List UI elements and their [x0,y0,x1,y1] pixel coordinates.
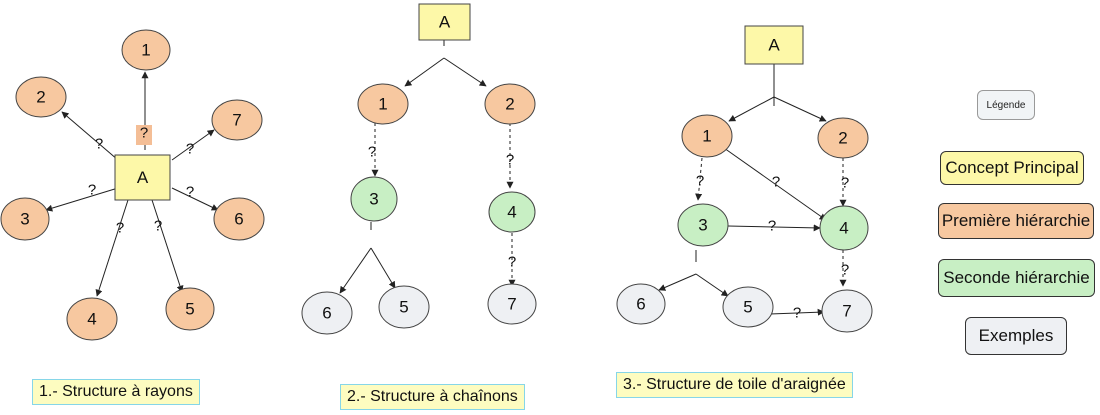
d2-node-4: 4 [488,191,536,233]
d1-node-7: 7 [211,99,263,141]
d2-q-1-3: ? [368,144,376,161]
d1-node-2-label: 2 [36,88,45,107]
d2-edge-a-1 [404,57,445,87]
d1-q-a-6: ? [186,184,194,201]
d3-q-1-3: ? [696,173,704,190]
d2-node-a: A [418,3,471,41]
d3-edge-a-1 [728,96,775,122]
d1-edge-a-6 [171,187,219,211]
d1-node-6: 6 [213,197,265,241]
d2-node-a-label: A [439,13,451,32]
d2-edge-3-5 [370,247,396,289]
legend-seconde-hierarchie: Seconde hiérarchie [938,259,1095,297]
d1-q-a-4: ? [116,220,124,237]
d3-node-4: 4 [819,205,869,251]
d3-edge-3-5 [695,273,729,297]
d3-node-7: 7 [821,289,873,333]
d1-node-3: 3 [0,197,50,241]
legend-title: Légende [977,90,1035,120]
d2-node-1-label: 1 [378,95,387,114]
d1-badge-top [136,125,152,145]
d1-node-5: 5 [165,287,215,331]
d1-q-a-7: ? [186,141,194,158]
d1-q-a-1: ? [140,125,148,142]
d2-q-2-4: ? [506,152,514,169]
legend-premiere-hierarchie: Première hiérarchie [938,203,1094,239]
d3-node-2-label: 2 [838,129,847,148]
d3-node-3-label: 3 [698,216,707,235]
d3-edge-1-4 [723,147,827,221]
d2-node-3: 3 [350,176,398,222]
d3-node-1-label: 1 [702,127,711,146]
d2-node-2: 2 [484,83,536,125]
caption-structure-rayons: 1.- Structure à rayons [32,379,200,405]
legend-concept-principal: Concept Principal [940,151,1084,185]
d1-node-1-label: 1 [141,41,150,60]
d2-node-7-label: 7 [507,295,516,314]
d3-edge-3-6 [658,273,697,291]
d1-edge-a-7 [171,129,215,161]
d1-node-2: 2 [15,76,67,118]
d3-edge-5-7 [769,308,825,316]
caption-structure-toile: 3.- Structure de toile d'araignée [616,372,853,398]
d3-node-4-label: 4 [839,219,848,238]
d1-node-4-label: 4 [87,310,96,329]
d2-node-7: 7 [487,283,537,325]
d2-q-4-7: ? [508,254,516,271]
d1-q-a-5: ? [154,218,162,235]
d2-node-6-label: 6 [322,304,331,323]
d1-edge-a-4 [95,199,129,297]
d3-node-5: 5 [722,286,774,328]
d2-node-5-label: 5 [399,298,408,317]
d3-node-1: 1 [681,114,733,158]
d3-node-a: A [744,25,804,65]
d1-node-1: 1 [121,29,171,71]
d3-edge-3-4 [727,224,821,232]
d3-q-1-4: ? [772,174,780,191]
d1-q-a-2: ? [95,136,103,153]
d2-node-5: 5 [378,285,430,329]
d3-node-a-label: A [768,36,780,55]
caption-structure-chainons: 2.- Structure à chaînons [340,384,525,410]
d1-q-a-3: ? [88,182,96,199]
legend-exemples: Exemples [965,317,1067,355]
d2-edge-3-6 [339,247,372,294]
d3-node-5-label: 5 [743,298,752,317]
d1-node-4: 4 [66,297,118,341]
d3-node-7-label: 7 [842,302,851,321]
d3-q-2-4: ? [841,175,849,192]
d2-node-3-label: 3 [369,190,378,209]
d1-edge-a-2 [61,111,119,161]
d1-node-6-label: 6 [234,210,243,229]
d1-node-a: A [114,154,171,201]
d3-node-6-label: 6 [636,295,645,314]
d3-q-5-7: ? [793,305,801,322]
d3-node-2: 2 [817,117,869,159]
d2-node-4-label: 4 [507,203,516,222]
d1-edge-a-3 [45,187,119,212]
d1-node-5-label: 5 [185,300,194,319]
d3-q-4-7: ? [841,262,849,279]
d1-node-7-label: 7 [232,111,241,130]
d1-node-a-label: A [137,168,149,187]
d1-edge-a-5 [151,199,184,293]
d2-node-1: 1 [357,83,409,125]
d1-node-3-label: 3 [20,210,29,229]
d2-node-2-label: 2 [505,95,514,114]
d2-edge-a-2 [443,57,487,87]
d3-q-3-4: ? [768,218,776,235]
d3-edge-a-2 [773,96,827,122]
d3-node-6: 6 [616,283,666,325]
d2-node-6: 6 [301,291,353,335]
d3-node-3: 3 [677,203,729,247]
d3-edge-1-3 [695,157,703,201]
